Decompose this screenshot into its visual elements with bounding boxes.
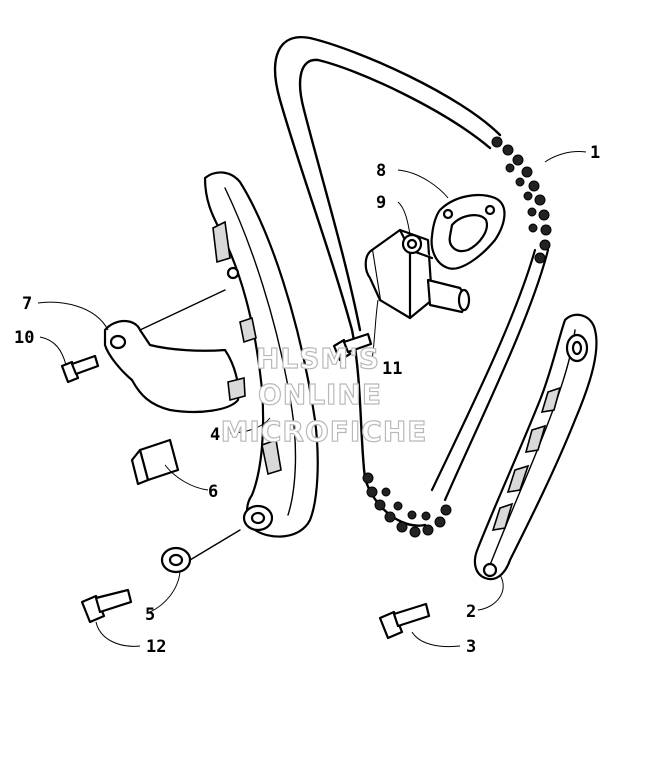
leader-lines <box>37 151 587 648</box>
callout-10: 10 <box>14 328 34 348</box>
bolt-12 <box>80 588 133 624</box>
callout-7: 7 <box>22 294 32 314</box>
cam-chain-tensioner <box>364 228 471 320</box>
callout-9: 9 <box>376 193 386 213</box>
chain-links-lower <box>362 472 452 538</box>
chain-guide-rear <box>473 313 598 581</box>
watermark-line-1: HLSM'S <box>256 342 380 375</box>
bolt-10 <box>60 354 100 384</box>
guide-bracket <box>103 289 246 414</box>
callout-3: 3 <box>466 637 476 657</box>
chain-links-upper <box>491 136 552 264</box>
chain-guide-front <box>203 171 319 538</box>
callout-12: 12 <box>146 637 166 657</box>
bolt-3 <box>378 602 431 640</box>
callout-labels: 1 2 3 4 5 6 7 8 9 10 11 12 <box>14 143 600 657</box>
bolt-11 <box>332 332 373 362</box>
callout-8: 8 <box>376 161 386 181</box>
guide-clip <box>130 438 180 486</box>
callout-2: 2 <box>466 602 476 622</box>
cam-chain <box>273 35 552 538</box>
callout-11: 11 <box>382 359 402 379</box>
tensioner-gasket <box>430 194 506 270</box>
callout-5: 5 <box>145 605 155 625</box>
watermark: HLSM'S ONLINE MICROFICHE <box>220 341 428 448</box>
callout-6: 6 <box>208 482 218 502</box>
collar <box>160 529 241 574</box>
watermark-line-2: ONLINE <box>258 378 382 411</box>
watermark-line-3: MICROFICHE <box>221 415 428 448</box>
callout-1: 1 <box>590 143 600 163</box>
callout-4: 4 <box>210 425 220 445</box>
